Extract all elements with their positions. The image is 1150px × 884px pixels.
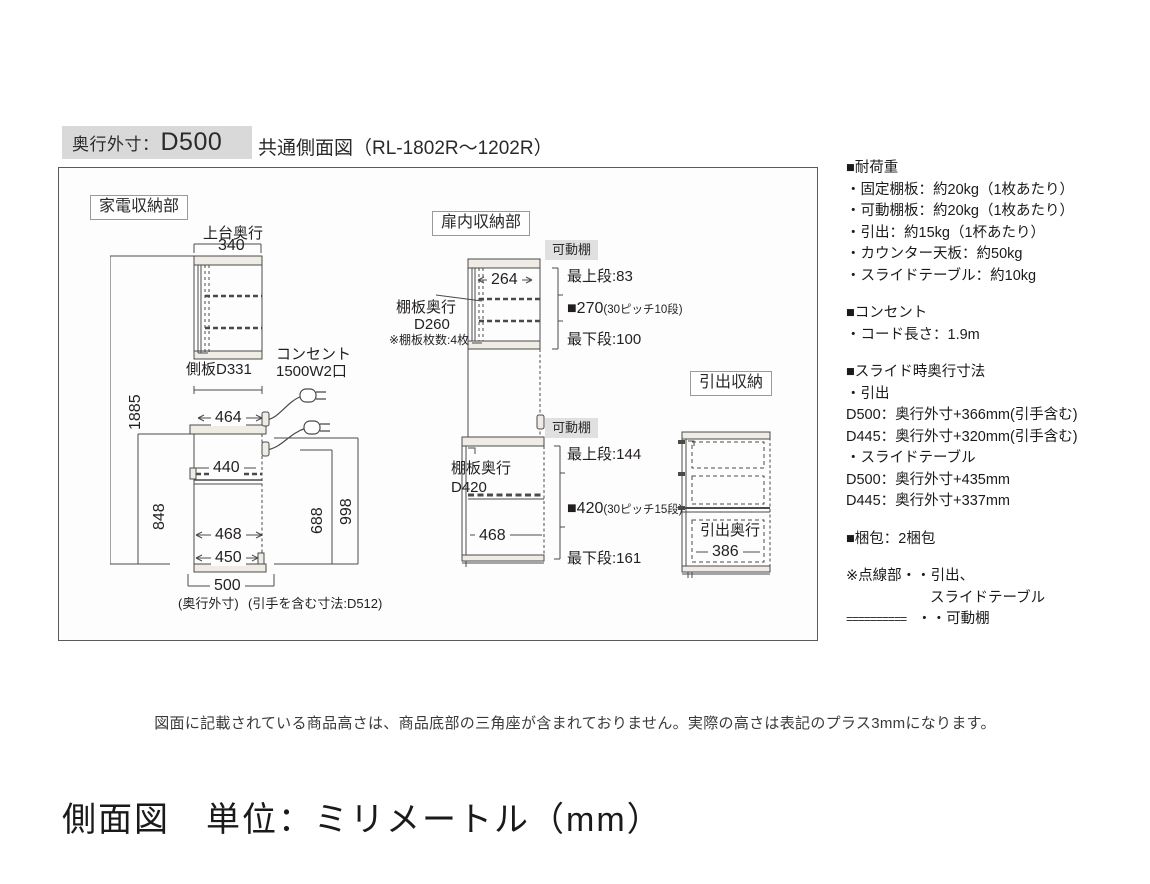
spacer-3 (846, 513, 1146, 529)
package-heading: ■梱包：2梱包 (846, 530, 936, 547)
slide-item-4: D500：奥行外寸+435mm (846, 471, 1010, 488)
slide-item-2: D445：奥行外寸+320mm(引手含む) (846, 428, 1078, 445)
bottom-step-upper: 最下段:100 (567, 331, 642, 348)
top-step-upper: 最上段:83 (567, 268, 633, 285)
dim-468-lower: 468 (475, 528, 510, 544)
legend-line-1: ※点線部・・引出、 (846, 568, 975, 584)
pitch-note-lower: (30ピッチ15段) (603, 504, 683, 516)
outlet-label-line2: 1500W2口 (276, 363, 347, 380)
drawer-depth-label: 引出奥行 (700, 522, 761, 539)
slide-item-5: D445：奥行外寸+337mm (846, 493, 1010, 509)
drawing-frame (58, 167, 818, 641)
pitch-upper: ■270(30ピッチ10段) (567, 300, 683, 318)
dim-500: 500 (210, 578, 245, 594)
pitch-value-upper: ■270 (567, 300, 604, 317)
outlet-heading: ■コンセント (846, 305, 928, 321)
load-item-4: ・スライドテーブル：約10kg (846, 267, 1037, 284)
dim-998: 998 (338, 498, 355, 525)
label-movable-shelf-lower: 可動棚 (545, 418, 599, 438)
load-item-2: ・引出：約15kg（1杯あたり） (846, 224, 1046, 241)
label-drawer-section: 引出収納 (690, 371, 773, 396)
load-heading: ■耐荷重 (846, 160, 899, 176)
dim-848: 848 (151, 503, 168, 530)
legend-line-3-text: ・・可動棚 (917, 611, 990, 627)
spec-group-load: ■耐荷重 ・固定棚板：約20kg（1枚あたり） ・可動棚板：約20kg（1枚あた… (846, 158, 1146, 287)
legend-dash-icon: ========== (846, 612, 907, 626)
outlet-item-0: ・コード長さ：1.9m (846, 326, 980, 343)
load-item-3: ・カウンター天板：約50kg (846, 246, 1023, 262)
pitch-value-lower: ■420 (567, 500, 604, 517)
top-step-lower: 最上段:144 (567, 446, 642, 463)
slide-item-3: ・スライドテーブル (846, 450, 976, 466)
bottom-title: 側面図 単位：ミリメートル（mm） (62, 801, 663, 839)
spec-group-legend: ※点線部・・引出、 スライドテーブル ========== ・・可動棚 (846, 566, 1146, 631)
shelf-depth-value-lower: D420 (451, 479, 487, 496)
depth-value: D500 (160, 128, 223, 156)
door-storage-drawing (435, 258, 565, 567)
pitch-lower: ■420(30ピッチ15段) (567, 500, 683, 518)
spec-group-package: ■梱包：2梱包 (846, 529, 1146, 551)
spacer-1 (846, 287, 1146, 303)
outlet-label-line1: コンセント (276, 346, 352, 363)
plug-icon-lower (303, 420, 330, 435)
shelf-count-upper: ※棚板枚数:4枚 (389, 333, 470, 347)
upper-depth-label: 上台奥行 (203, 225, 264, 242)
dim-688: 688 (309, 507, 326, 534)
depth-label: 奥行外寸： (72, 135, 160, 154)
load-item-0: ・固定棚板：約20kg（1枚あたり） (846, 181, 1075, 198)
label-movable-shelf-upper: 可動棚 (545, 240, 599, 260)
shelf-depth-label-upper: 棚板奥行 (396, 299, 457, 316)
depth-badge: 奥行外寸： D500 (62, 126, 252, 159)
dim-464: 464 (211, 410, 246, 426)
label-door-section: 扉内収納部 (432, 211, 531, 236)
spec-group-slide: ■スライド時奥行寸法 ・引出 D500：奥行外寸+366mm(引手含む) D44… (846, 362, 1146, 513)
shelf-depth-label-lower: 棚板奥行 (451, 460, 512, 477)
dim-264: 264 (487, 272, 522, 288)
side-panel-label: 側板D331 (184, 361, 254, 378)
upper-depth-value: 340 (218, 237, 245, 254)
dim-440: 440 (209, 460, 244, 476)
dim-450: 450 (211, 550, 246, 566)
spacer-2 (846, 346, 1146, 362)
drawer-depth-value: 386 (708, 544, 743, 560)
label-appliance-section: 家電収納部 (90, 195, 189, 220)
section-title: 共通側面図（RL-1802R〜1202R） (258, 138, 553, 159)
shelf-depth-value-upper: D260 (414, 316, 450, 333)
spacer-4 (846, 550, 1146, 566)
dim-468: 468 (211, 527, 246, 543)
outer-dim-note-2: (引手を含む寸法:D512) (248, 596, 383, 611)
slide-heading: ■スライド時奥行寸法 (846, 364, 986, 380)
footnote: 図面に記載されている商品高さは、商品底部の三角座が含まれておりません。実際の高さ… (154, 715, 996, 732)
spec-group-outlet: ■コンセント ・コード長さ：1.9m (846, 303, 1146, 346)
bottom-step-lower: 最下段:161 (567, 550, 642, 567)
outer-dim-note-1: (奥行外寸) (178, 596, 239, 611)
legend-line-2: スライドテーブル (930, 589, 1046, 606)
pitch-note-upper: (30ピッチ10段) (603, 304, 683, 316)
legend-line-3-row: ========== ・・可動棚 (846, 609, 1146, 631)
plug-icon-upper (299, 388, 326, 403)
appliance-cabinet-drawing (110, 243, 359, 587)
spec-panel: ■耐荷重 ・固定棚板：約20kg（1枚あたり） ・可動棚板：約20kg（1枚あた… (846, 158, 1146, 631)
load-item-1: ・可動棚板：約20kg（1枚あたり） (846, 203, 1075, 219)
slide-item-1: D500：奥行外寸+366mm(引手含む) (846, 407, 1078, 423)
dim-1885: 1885 (127, 394, 144, 430)
slide-item-0: ・引出 (846, 385, 890, 402)
